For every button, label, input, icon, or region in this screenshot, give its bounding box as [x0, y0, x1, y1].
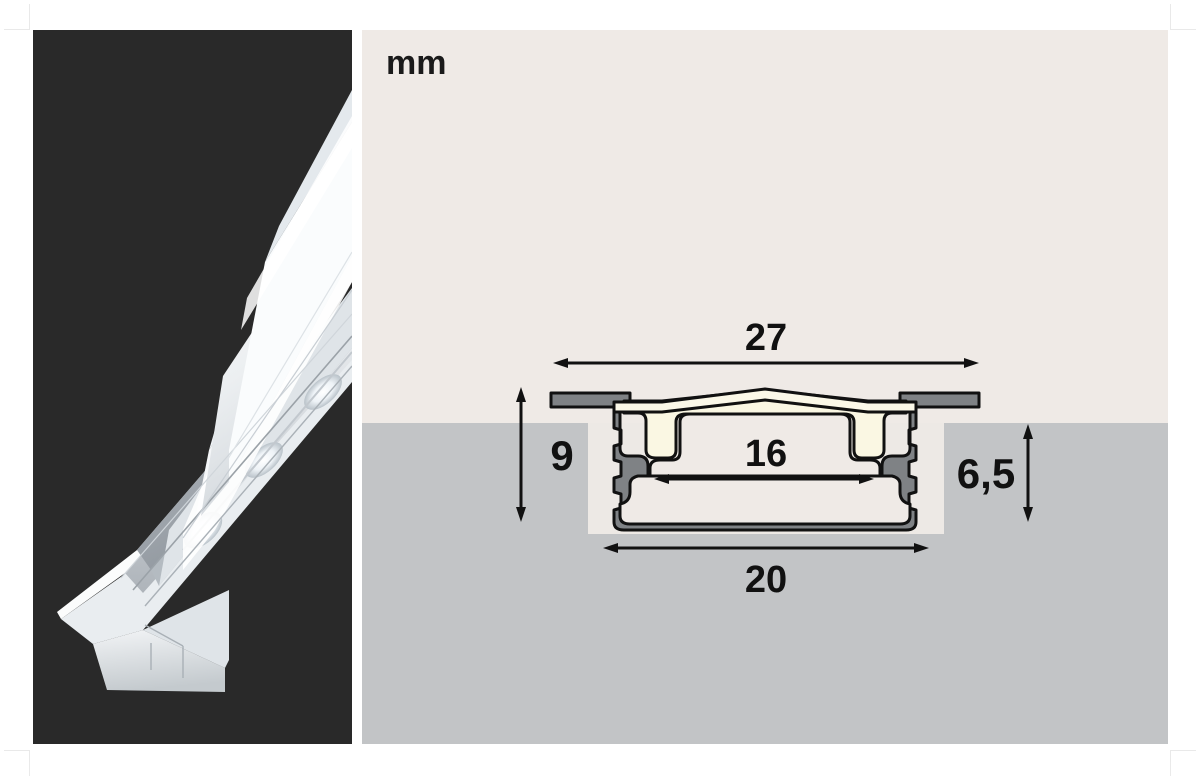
- profile-cover-highlight: [241, 116, 352, 330]
- crop-mark-top-right: [1170, 4, 1196, 30]
- dimension-label-9: 9: [550, 432, 573, 479]
- unit-label: mm: [386, 44, 447, 82]
- extrusion-groove: [144, 365, 352, 607]
- led-chip: [304, 374, 342, 410]
- crop-mark-top-left: [4, 4, 30, 30]
- diffuser-top-ridge: [612, 387, 918, 414]
- arrowhead-right-27: [964, 358, 979, 368]
- dimension-label-20: 20: [745, 559, 787, 601]
- arrowhead-left-20: [603, 543, 618, 553]
- arrowhead-left-27: [553, 358, 568, 368]
- led-chip: [245, 442, 283, 478]
- profile-end-cap: [93, 630, 225, 692]
- background-above-surface: [362, 30, 1168, 423]
- cross-section-dimension-drawing: 27 20 16 9: [362, 30, 1168, 744]
- end-cap-seam-lines: [144, 624, 184, 678]
- profile-cover-upper-edge: [265, 90, 352, 262]
- diffuser-seam: [218, 251, 352, 475]
- arrowhead-top-9: [516, 387, 526, 402]
- lower-cavity: [618, 474, 912, 526]
- profile-cover-upper: [229, 122, 352, 482]
- dimension-label-27: 27: [745, 317, 787, 359]
- dimension-height-total: 9: [516, 387, 574, 522]
- arrowhead-right-16: [859, 474, 874, 484]
- led-profile-product-photo: [33, 30, 352, 744]
- dimension-width-recess: 20: [603, 543, 929, 601]
- dimension-label-16: 16: [745, 433, 787, 475]
- dimension-width-inner: 16: [654, 433, 874, 484]
- profile-end-cap-shadow: [143, 590, 229, 668]
- product-photo-illustration: [33, 30, 352, 744]
- dimension-label-65: 6,5: [957, 450, 1015, 497]
- diffuser-seam: [182, 289, 352, 539]
- arrowhead-top-65: [1023, 424, 1033, 439]
- dimension-depth-recess: 6,5: [957, 424, 1033, 522]
- arrowhead-bottom-65: [1023, 507, 1033, 522]
- arrowhead-right-20: [914, 543, 929, 553]
- dimension-width-outer: 27: [553, 317, 979, 368]
- arrowhead-bottom-9: [516, 507, 526, 522]
- crop-mark-bottom-right: [1170, 750, 1196, 776]
- cross-section-svg: 27 20 16 9: [362, 30, 1168, 744]
- arrowhead-left-16: [654, 474, 669, 484]
- extrusion-groove: [132, 335, 352, 591]
- crop-mark-bottom-left: [4, 750, 30, 776]
- extrusion-groove: [120, 313, 352, 579]
